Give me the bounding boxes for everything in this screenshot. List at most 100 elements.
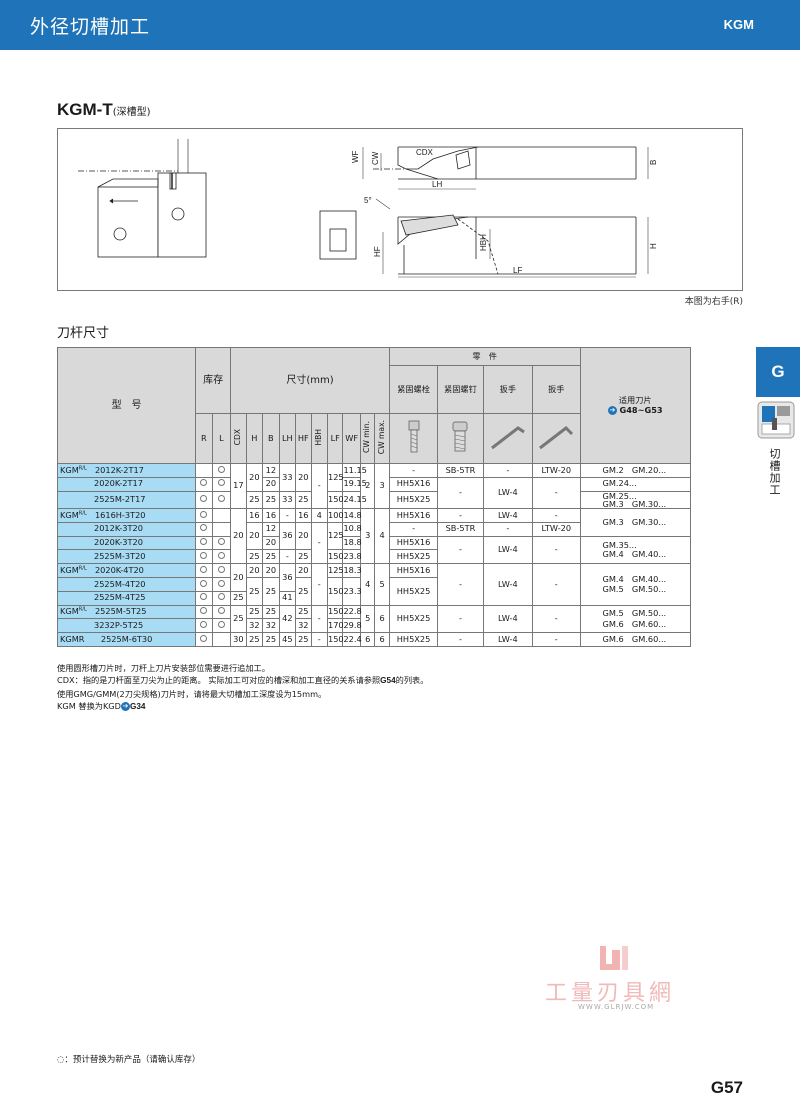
header-wf: WF — [342, 413, 361, 464]
model-cell: 2012K-3T20 — [56, 521, 197, 537]
hex-key-icon — [490, 426, 525, 450]
section-title: KGM-T(深槽型) — [57, 100, 151, 120]
table-row: 2525M-2T17 25 25 33 25 150 24.15 HH5X25 … — [56, 490, 691, 510]
blade-cell: GM.2 GM.20... — [579, 463, 691, 478]
holder-dimension-table: 型 号 库存 尺寸(mm) 零 件 适用刀片 ➔ G48~G53 紧固螺栓 紧固… — [56, 347, 691, 647]
table-row: KGMR/L 2020K-4T20 20 20 20 36 20 - 125 1… — [56, 563, 691, 606]
note-4-ref[interactable]: G34 — [129, 702, 146, 712]
model-cell: KGMR/L 2020K-4T20 — [56, 563, 197, 578]
note-2: CDX：指的是刀杆面至刀尖为止的距离。 实际加工可对应的槽深和加工直径的关系请参… — [57, 675, 429, 686]
page-ref-icon: ➔ — [120, 702, 130, 712]
header-model: 型 号 — [56, 347, 197, 464]
screw-cell: SB-5TR — [437, 463, 484, 478]
header-parts: 零 件 — [388, 347, 581, 366]
header-blade-ref: G48~G53 — [619, 404, 663, 415]
note-4: KGM 替换为KGD➔G34 — [57, 701, 146, 712]
note-3: 使用GMG/GMM(2刀尖规格)刀片时，请将最大切槽加工深度设为15mm。 — [57, 688, 327, 699]
table-row: KGMR/L 2012K-2T17 17 20 12 33 20 - 125 1… — [56, 463, 691, 509]
header-band — [0, 0, 800, 50]
note-1: 使用圆形槽刀片时，刀杆上刀片安装部位需要进行追加工。 — [57, 663, 270, 673]
label-b: B — [649, 160, 658, 165]
wrench2-cell: LTW-20 — [532, 463, 581, 478]
table-row: 2525M-4T20 25 25 25 150 23.3 HH5X25 — [56, 576, 691, 606]
header-hbh: HBH — [313, 428, 323, 446]
header-wrench-2: 扳手 — [532, 365, 581, 414]
page-ref-icon: ➔ — [607, 405, 617, 415]
hbh-cell: - — [310, 463, 329, 509]
header-dimensions: 尺寸(mm) — [230, 347, 390, 414]
header-cw-min: CW min. — [362, 421, 372, 454]
header-b: B — [262, 413, 280, 464]
note-2-ref[interactable]: G54 — [380, 676, 396, 686]
label-angle: 5° — [364, 196, 372, 205]
label-cdx: CDX — [416, 148, 434, 157]
table-row: 2020K-3T20 20 18.8 HH5X16 - LW-4 - GM.35… — [56, 535, 691, 565]
footnote: ◌：预计替换为新产品（请确认库存） — [57, 1055, 201, 1065]
icon-cell-hex-key — [482, 413, 534, 464]
label-wf: WF — [351, 150, 360, 163]
header-blade-label: 适用刀片 — [618, 395, 652, 406]
watermark-url: WWW.GLRJW.COM — [578, 1003, 655, 1011]
model-cell: 2525M-3T20 — [56, 549, 197, 565]
header-cdx: CDX — [233, 429, 243, 446]
label-cw: CW — [371, 151, 380, 165]
hf-cell: 20 — [295, 463, 312, 492]
watermark-text: 工量刃具網 — [545, 981, 676, 1006]
cwmax-cell: 3 — [374, 463, 390, 509]
torx-key-icon — [539, 426, 574, 450]
model-cell: KGMR 2525M-6T30 — [56, 632, 197, 647]
icon-cell-screw — [437, 413, 484, 464]
wf-cell: 11.15 — [342, 463, 367, 478]
tool-drawing-svg: CDX WF CW B LH 5° HF HBH H LF — [78, 139, 658, 278]
table-row: KGMR/L 1616H-3T20 20 16 16 - 16 4 100 14… — [56, 507, 691, 565]
cdx-cell: 17 — [230, 463, 247, 509]
model-cell: 2525M-2T17 — [56, 490, 197, 510]
stock-r — [195, 463, 213, 478]
header-h: H — [245, 413, 264, 464]
label-lh: LH — [432, 180, 442, 189]
header-cw-max: CW max. — [376, 420, 386, 455]
table-row: 2525M-4T25 25 41 — [56, 590, 691, 606]
header-wrench-1: 扳手 — [482, 365, 534, 414]
stock-l — [211, 463, 232, 478]
header-blade: 适用刀片 ➔ G48~G53 — [579, 347, 691, 464]
chapter-tab[interactable]: G — [756, 347, 800, 397]
label-h: H — [649, 243, 658, 249]
h-cell: 20 — [245, 463, 264, 492]
model-cell: 2020K-3T20 — [56, 535, 197, 551]
header-clamp-screw: 紧固螺钉 — [437, 365, 484, 414]
table-row: 3232P-5T25 32 32 32 170 29.8 — [56, 618, 691, 634]
icon-cell-torx-key — [532, 413, 581, 464]
table-notes: 使用圆形槽刀片时，刀杆上刀片安装部位需要进行追加工。 CDX：指的是刀杆面至刀尖… — [57, 662, 428, 714]
header-l: L — [211, 413, 232, 464]
header-lf: LF — [326, 413, 344, 464]
label-lf: LF — [513, 266, 522, 275]
b-cell: 12 — [262, 463, 280, 478]
table-title: 刀杆尺寸 — [57, 326, 110, 341]
bolt-icon — [408, 420, 419, 453]
page-number: G57 — [710, 1078, 743, 1097]
lh-cell: 33 — [278, 463, 297, 492]
chapter-label: 切槽加工 — [768, 448, 781, 496]
watermark-logo-icon — [600, 946, 628, 970]
model-cell: 2020K-2T17 — [56, 476, 197, 492]
header-r: R — [195, 413, 213, 464]
header-lh: LH — [278, 413, 297, 464]
grooving-icon — [757, 401, 795, 439]
model-cell: KGMR/L 1616H-3T20 — [56, 508, 197, 523]
tool-drawing: CDX WF CW B LH 5° HF HBH H LF — [57, 128, 743, 291]
section-title-main: KGM-T — [57, 100, 113, 119]
figure-note: 本图为右手(R) — [684, 297, 743, 307]
table-row: KGMR/L 2525M-5T25 25 25 25 42 25 - 150 2… — [56, 604, 691, 634]
table-row: 2012K-3T20 20 12 36 20 - 125 10.8 - SB-5… — [56, 521, 691, 565]
model-cell: KGMR/L 2012K-2T17 — [56, 463, 197, 478]
table-row: 2020K-2T17 20 19.15 HH5X16 - LW-4 - GM.2… — [56, 476, 691, 510]
model-cell: 3232P-5T25 — [56, 618, 197, 634]
wrench1-cell: - — [482, 463, 534, 478]
page-header-code: KGM — [723, 17, 754, 32]
label-hf: HF — [373, 246, 382, 257]
label-hbh: HBH — [479, 234, 488, 251]
header-clamp-bolt: 紧固螺栓 — [388, 365, 439, 414]
model-cell: KGMR/L 2525M-5T25 — [56, 604, 197, 620]
section-subtitle: (深槽型) — [112, 107, 151, 118]
